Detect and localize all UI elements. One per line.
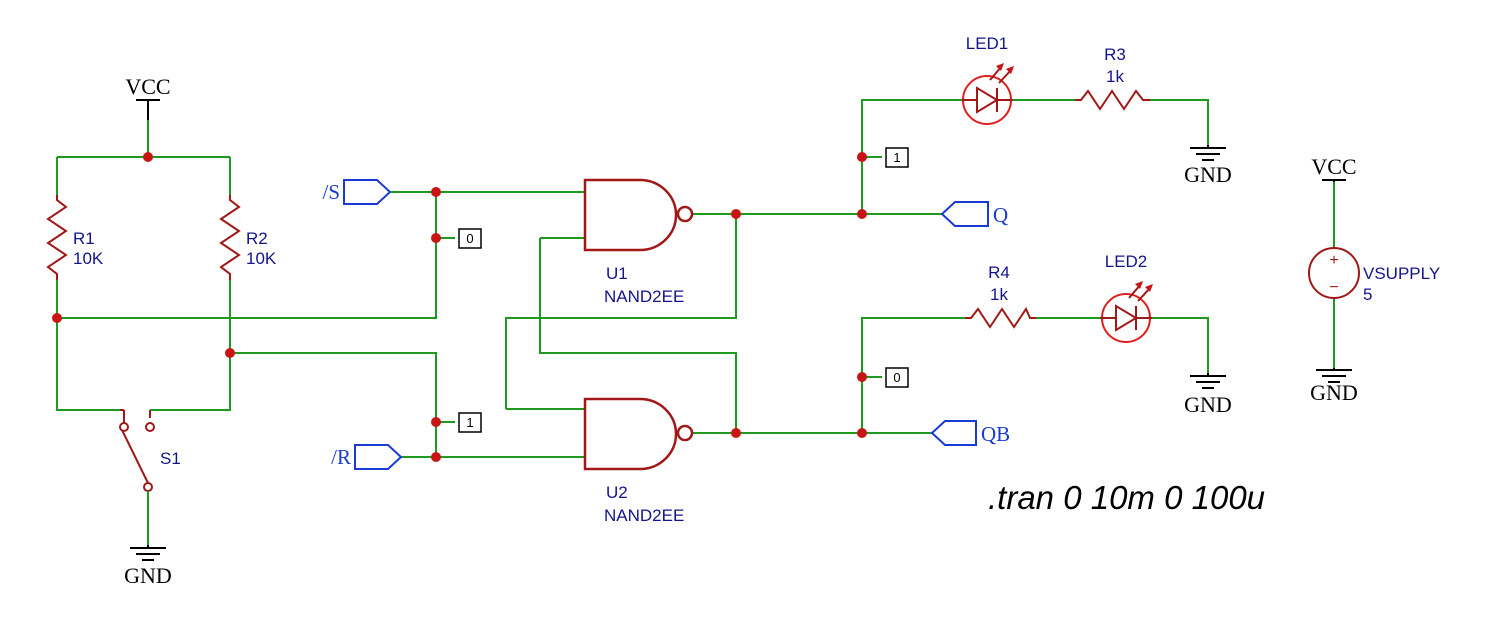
led2-ref: LED2: [1105, 252, 1148, 271]
probe-q-line[interactable]: 1: [885, 147, 909, 168]
nand-gate-u2[interactable]: U2 NAND2EE: [583, 397, 694, 525]
r2-ref: R2: [246, 229, 268, 248]
led1[interactable]: LED1: [962, 34, 1014, 125]
vcc-label: VCC: [125, 74, 170, 99]
switch-s1[interactable]: S1: [119, 409, 181, 545]
gnd-symbol-r3: GND: [1184, 145, 1232, 187]
gnd-label: GND: [1310, 380, 1358, 405]
r1-ref: R1: [73, 229, 95, 248]
junction-dots: [52, 152, 867, 462]
r3-ref: R3: [1104, 45, 1126, 64]
spice-directive[interactable]: .tran 0 10m 0 100u: [988, 479, 1265, 516]
u2-ref: U2: [606, 483, 628, 502]
gnd-label: GND: [1184, 392, 1232, 417]
port-set-n-label: /S: [322, 180, 340, 204]
port-qb-label: QB: [981, 422, 1010, 446]
vsupply-value: 5: [1363, 285, 1372, 304]
gnd-symbol-supply: GND: [1310, 368, 1358, 405]
led1-ref: LED1: [966, 34, 1009, 53]
probe-reset-line[interactable]: 1: [458, 412, 482, 433]
probe-set-line[interactable]: 0: [458, 228, 482, 249]
port-qb[interactable]: QB: [930, 420, 1010, 446]
r3-value: 1k: [1106, 67, 1124, 86]
r4-ref: R4: [988, 263, 1010, 282]
probe-q-line-value: 1: [893, 150, 900, 165]
port-q-label: Q: [993, 203, 1008, 227]
u1-model: NAND2EE: [604, 287, 684, 306]
port-q[interactable]: Q: [940, 201, 1008, 227]
gnd-symbol-led2: GND: [1184, 373, 1232, 417]
led2[interactable]: LED2: [1100, 252, 1153, 343]
gnd-symbol-switch: GND: [124, 545, 172, 588]
probe-qb-line[interactable]: 0: [885, 367, 909, 388]
resistor-r2[interactable]: R2 10K: [219, 195, 277, 280]
probe-reset-line-value: 1: [466, 415, 473, 430]
port-reset-n-label: /R: [331, 445, 351, 469]
resistor-r3[interactable]: R3 1k: [1075, 45, 1150, 111]
port-set-n[interactable]: /S: [322, 179, 392, 205]
vsupply-ref: VSUPPLY: [1363, 264, 1440, 283]
gnd-label: GND: [1184, 162, 1232, 187]
u1-ref: U1: [606, 264, 628, 283]
r1-value: 10K: [73, 249, 104, 268]
r4-value: 1k: [990, 285, 1008, 304]
resistor-r4[interactable]: R4 1k: [965, 263, 1036, 329]
vcc-symbol-supply: VCC: [1311, 154, 1357, 182]
probe-qb-line-value: 0: [893, 370, 900, 385]
voltage-source-vsupply[interactable]: + − VSUPPLY 5: [1308, 247, 1440, 304]
resistor-r1[interactable]: R1 10K: [46, 195, 104, 280]
port-reset-n[interactable]: /R: [331, 444, 403, 470]
r2-value: 10K: [246, 249, 277, 268]
gnd-label: GND: [124, 563, 172, 588]
nand-gate-u1[interactable]: U1 NAND2EE: [583, 178, 694, 306]
probe-set-line-value: 0: [466, 231, 473, 246]
vcc-label: VCC: [1311, 154, 1356, 179]
minus-icon: −: [1329, 279, 1338, 296]
plus-icon: +: [1329, 252, 1338, 269]
vcc-symbol-left: VCC: [125, 74, 171, 120]
s1-ref: S1: [160, 449, 181, 468]
u2-model: NAND2EE: [604, 506, 684, 525]
